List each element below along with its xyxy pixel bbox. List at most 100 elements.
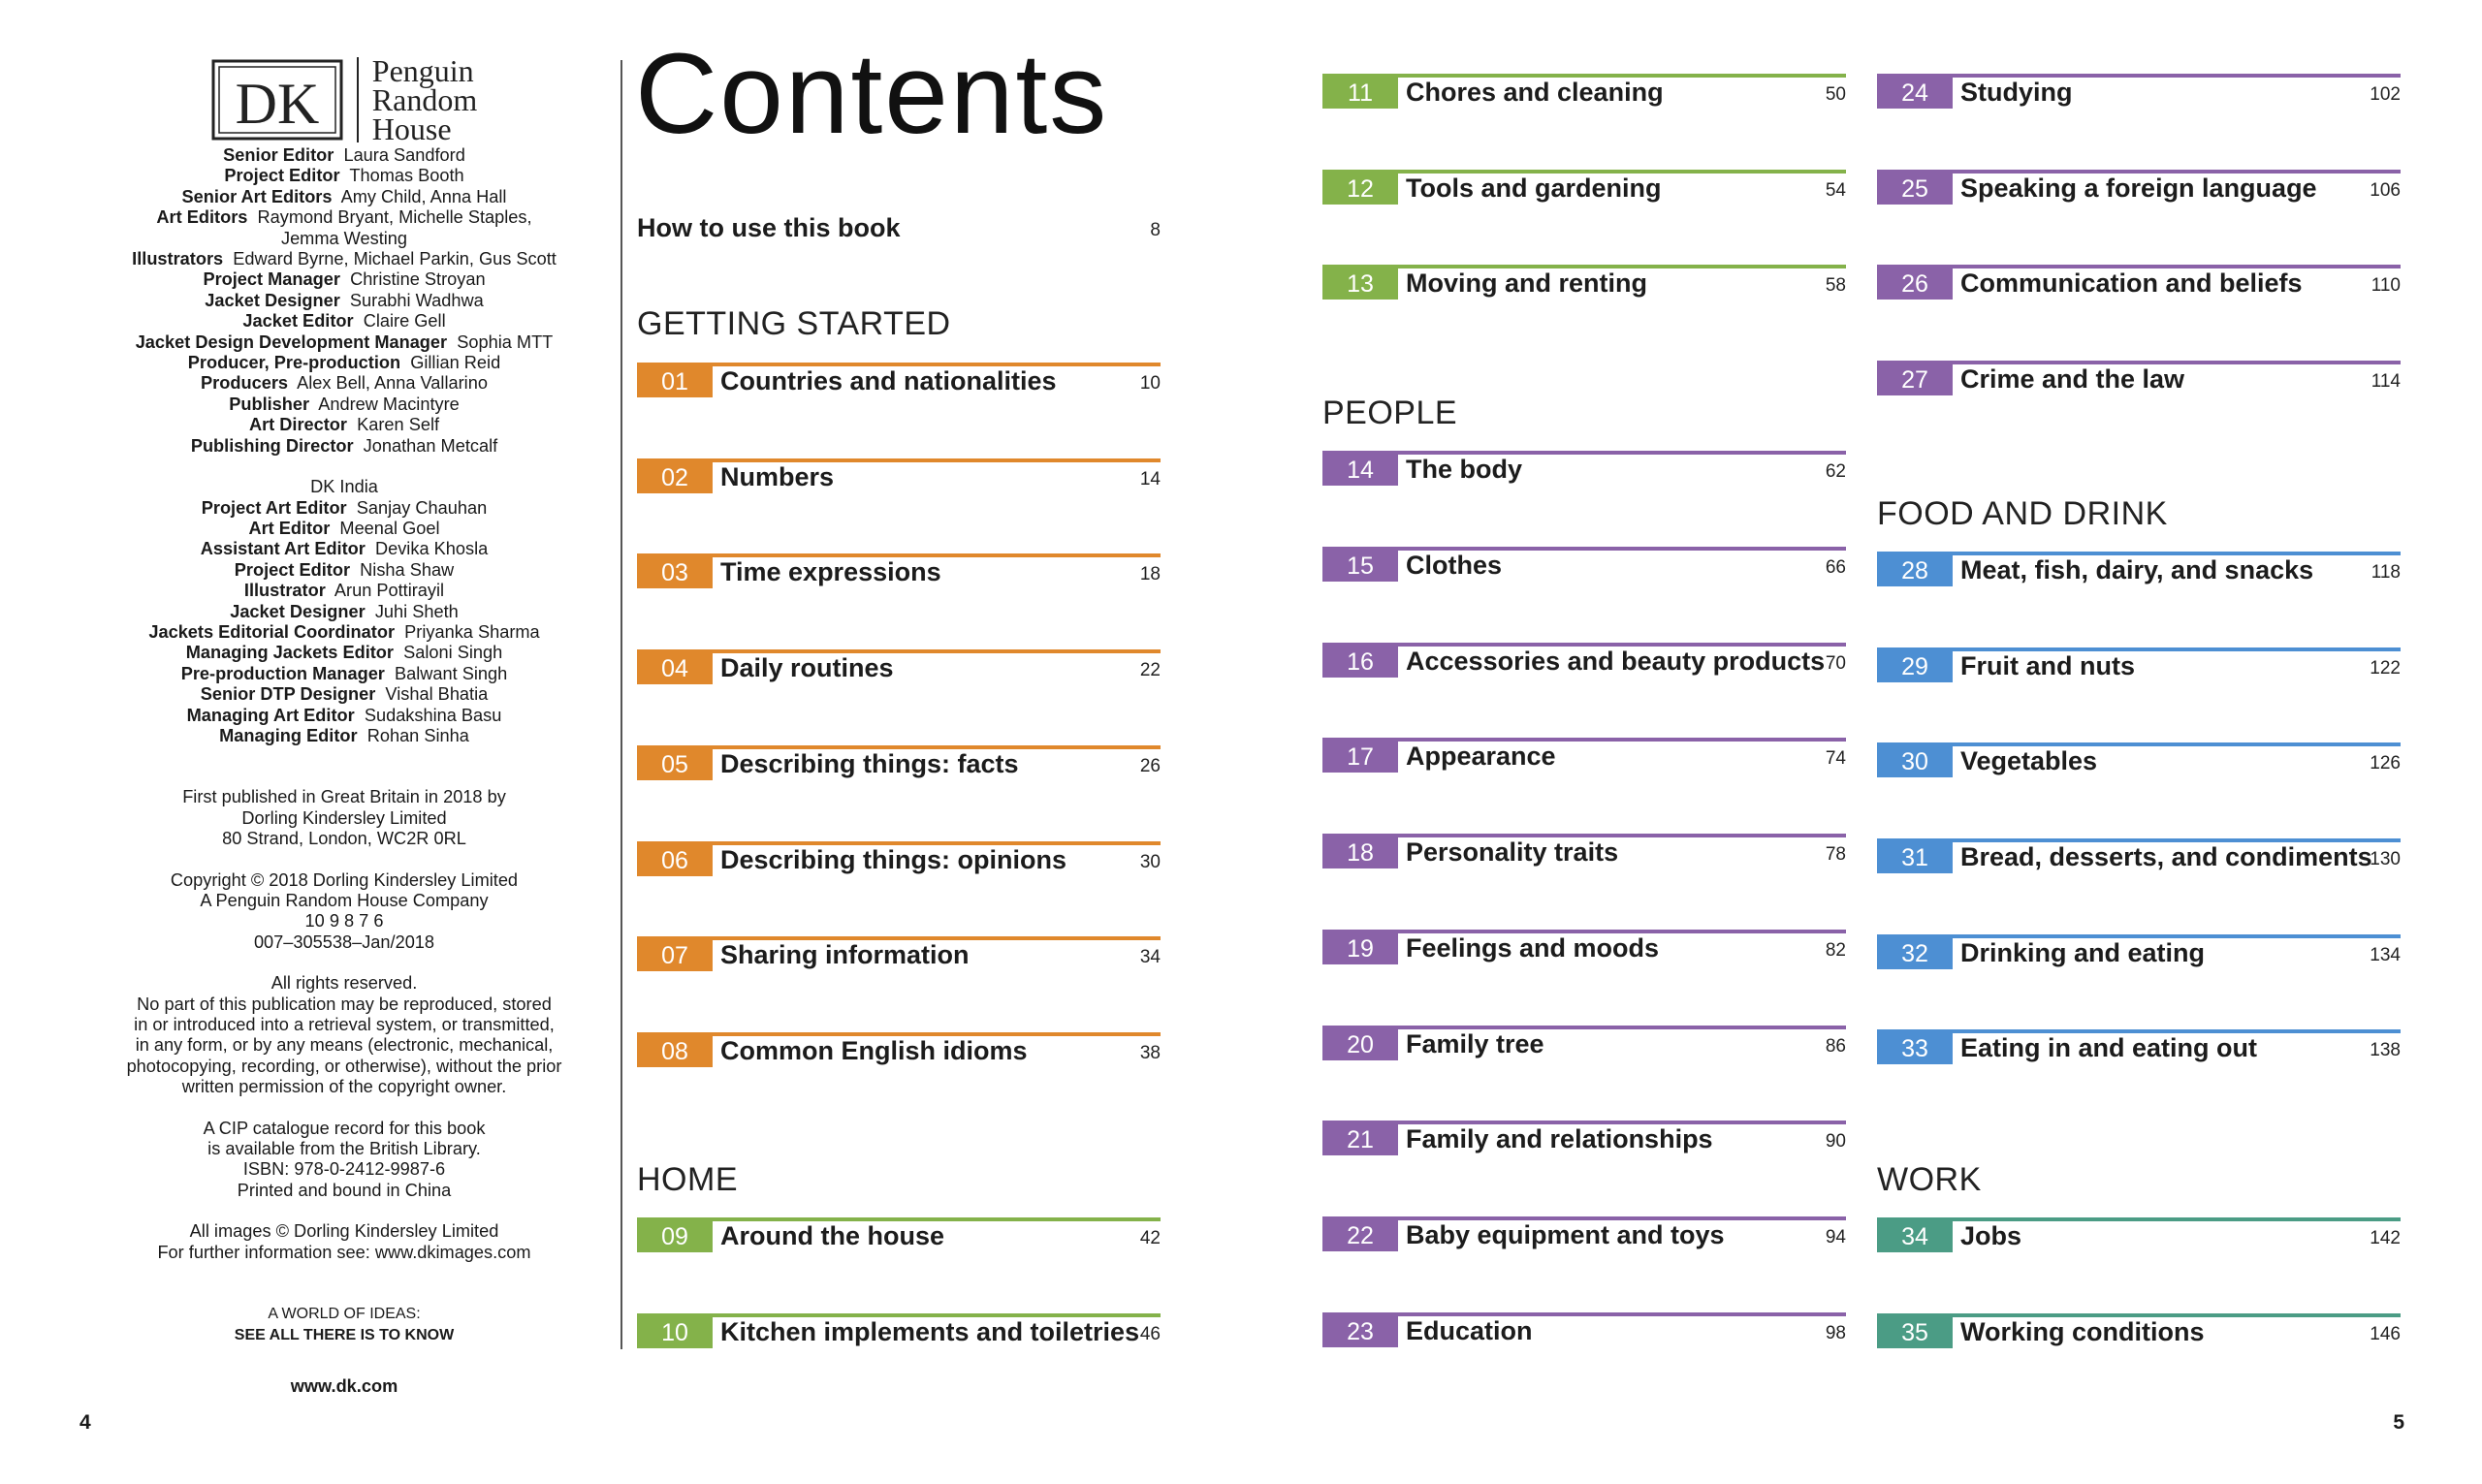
info-line: ISBN: 978-0-2412-9987-6 [242,1159,446,1180]
credit-line: Illustrators Edward Byrne, Michael Parki… [97,249,591,269]
toc-entry-page: 130 [2370,849,2401,869]
page-number-left: 4 [80,1411,91,1434]
toc-entry-number: 08 [637,1036,713,1067]
dk-logo-icon: DK [211,59,343,140]
toc-entry-title: Education [1406,1316,1533,1345]
india-heading: DK India [310,477,378,497]
credit-line: Art Editor Meenal Goel [97,519,591,539]
toc-entry-title: Baby equipment and toys [1406,1220,1725,1249]
toc-entry-title: Chores and cleaning [1406,78,1664,107]
section-heading: WORK [1877,1161,1982,1198]
toc-entry-intro[interactable]: How to use this book 8 [637,213,1161,248]
publisher-logo: DK Penguin Random House [97,53,591,145]
toc-entry-number: 27 [1877,364,1953,395]
credit-names: Jonathan Metcalf [363,435,498,456]
credit-role: Project Art Editor [201,497,347,518]
toc-entry-title: Working conditions [1960,1317,2205,1346]
credit-names: Raymond Bryant, Michelle Staples, [257,207,532,228]
toc-entry-title: Meat, fish, dairy, and snacks [1960,555,2314,584]
credit-role: Jacket Designer [205,290,340,310]
credit-line: Producer, Pre-production Gillian Reid [97,353,591,373]
credit-role: Jacket Editor [242,311,354,332]
toc-entry-number: 35 [1877,1317,1953,1348]
credit-line: Art Director Karen Self [97,415,591,435]
credit-names: Laura Sandford [343,145,465,165]
toc-entry-title: Family and relationships [1406,1124,1713,1153]
credit-role: Managing Art Editor [186,705,355,725]
toc-entry-title: Appearance [1406,742,1556,771]
info-line: A CIP catalogue record for this book [203,1118,486,1138]
toc-entry-page: 94 [1825,1227,1846,1247]
toc-entry-title: Bread, desserts, and condiments [1960,842,2372,871]
info-line: All images © Dorling Kindersley Limited [189,1221,499,1242]
credit-role: Producers [201,373,289,394]
website-link[interactable]: www.dk.com [290,1376,398,1397]
toc-entry-title: How to use this book [637,213,901,242]
section-heading: HOME [637,1161,738,1198]
toc-entry-page: 18 [1139,564,1161,584]
toc-entry-title: Drinking and eating [1960,938,2206,967]
toc-entry-number: 12 [1322,174,1398,205]
credit-line: Jemma Westing [97,229,591,249]
credit-names: Surabhi Wadhwa [349,290,484,310]
toc-entry-number: 31 [1877,842,1953,873]
credit-line: Managing Editor Rohan Sinha [97,726,591,746]
credit-role: Art Director [248,415,347,435]
toc-entry-page: 62 [1825,461,1846,482]
credit-role: Senior Art Editors [181,186,333,206]
section-heading: GETTING STARTED [637,305,951,342]
contents-title: Contents [635,30,1109,158]
credit-role: Illustrator [243,581,326,601]
credit-role: Art Editors [156,207,248,228]
toc-entry-page: 142 [2370,1228,2401,1248]
credit-names: Rohan Sinha [366,725,469,745]
copyright-info: Copyright © 2018 Dorling Kindersley Limi… [97,870,591,954]
section-heading: PEOPLE [1322,395,1458,431]
toc-entry-number: 07 [637,940,713,971]
credit-role: Jacket Design Development Manager [135,332,448,352]
toc-entry-page: 82 [1825,940,1846,961]
info-line: in or introduced into a retrieval system… [134,1015,555,1035]
info-line: All rights reserved. [270,973,418,994]
credit-role: Art Editor [248,518,331,538]
toc-entry-number: 32 [1877,938,1953,969]
